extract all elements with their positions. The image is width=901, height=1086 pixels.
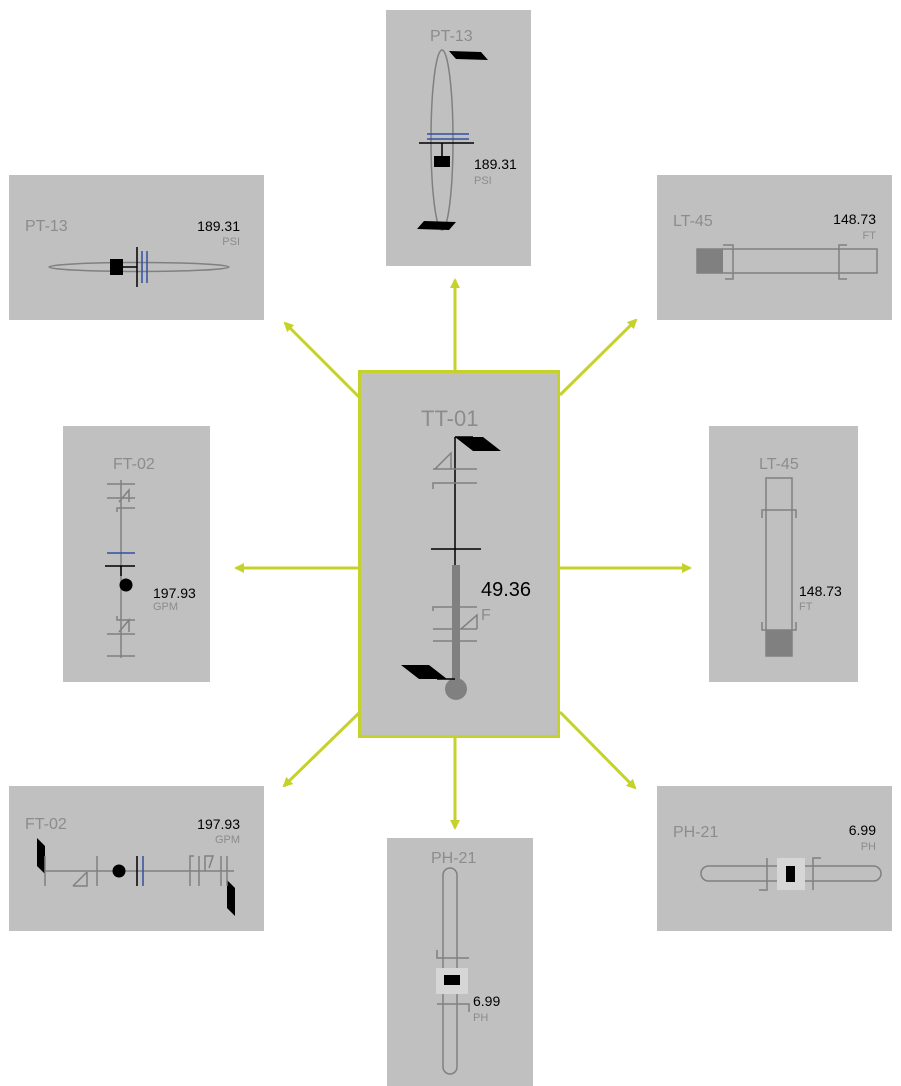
thermometer-gauge xyxy=(401,436,501,700)
pressure-horizontal-panel[interactable]: PT-13 189.31 PSI xyxy=(9,175,264,320)
tag-label: FT-02 xyxy=(25,816,67,833)
temperature-main-panel[interactable]: TT-01 49.36 F xyxy=(358,370,560,738)
value-text: 148.73 xyxy=(799,583,842,599)
tag-label: PT-13 xyxy=(430,28,473,45)
unit-text: PH xyxy=(473,1012,489,1024)
ph-horizontal-panel[interactable]: PH-21 6.99 PH xyxy=(657,786,892,931)
unit-text: FT xyxy=(799,601,813,613)
value-text: 148.73 xyxy=(833,211,876,227)
value-text: 6.99 xyxy=(848,822,876,838)
ph-gauge-horizontal xyxy=(700,857,882,891)
tag-label: PH-21 xyxy=(431,850,477,867)
ph-gauge-vertical xyxy=(436,867,470,1075)
tag-label: TT-01 xyxy=(421,406,479,431)
flow-horizontal-panel[interactable]: FT-02 197.93 GPM xyxy=(9,786,264,931)
arrow-down-right xyxy=(558,710,637,790)
pressure-gauge-vertical xyxy=(417,49,488,231)
value-text: 189.31 xyxy=(474,156,517,172)
ph-vertical-panel[interactable]: PH-21 6.99 PH xyxy=(387,838,533,1086)
unit-text: GPM xyxy=(153,601,179,613)
tag-label: LT-45 xyxy=(673,213,713,230)
unit-text: GPM xyxy=(214,834,240,846)
level-horizontal-panel[interactable]: LT-45 148.73 FT xyxy=(657,175,892,320)
flow-gauge-horizontal xyxy=(37,838,235,916)
arrow-up-right xyxy=(558,318,638,397)
unit-text: FT xyxy=(862,230,876,242)
value-text: 6.99 xyxy=(473,993,501,1009)
value-text: 189.31 xyxy=(197,218,240,234)
unit-text: F xyxy=(481,607,491,624)
arrow-up-left xyxy=(283,321,364,402)
unit-text: PH xyxy=(860,841,876,853)
pressure-vertical-panel[interactable]: PT-13 189.31 PSI xyxy=(386,10,531,266)
level-gauge-vertical xyxy=(761,477,797,657)
tag-label: FT-02 xyxy=(113,456,155,473)
flow-vertical-panel[interactable]: FT-02 197.93 GPM xyxy=(63,426,210,682)
unit-text: PSI xyxy=(474,175,492,187)
tag-label: PT-13 xyxy=(25,218,68,235)
tag-label: PH-21 xyxy=(673,824,719,841)
tag-label: LT-45 xyxy=(759,456,799,473)
level-gauge-horizontal xyxy=(696,244,878,280)
level-vertical-panel[interactable]: LT-45 148.73 FT xyxy=(709,426,858,682)
value-text: 197.93 xyxy=(197,816,240,832)
flow-gauge-vertical xyxy=(105,480,135,658)
value-text: 49.36 xyxy=(481,579,532,601)
arrow-down-left xyxy=(282,710,362,788)
unit-text: PSI xyxy=(222,236,240,248)
value-text: 197.93 xyxy=(153,585,196,601)
pressure-gauge-horizontal xyxy=(48,247,230,287)
